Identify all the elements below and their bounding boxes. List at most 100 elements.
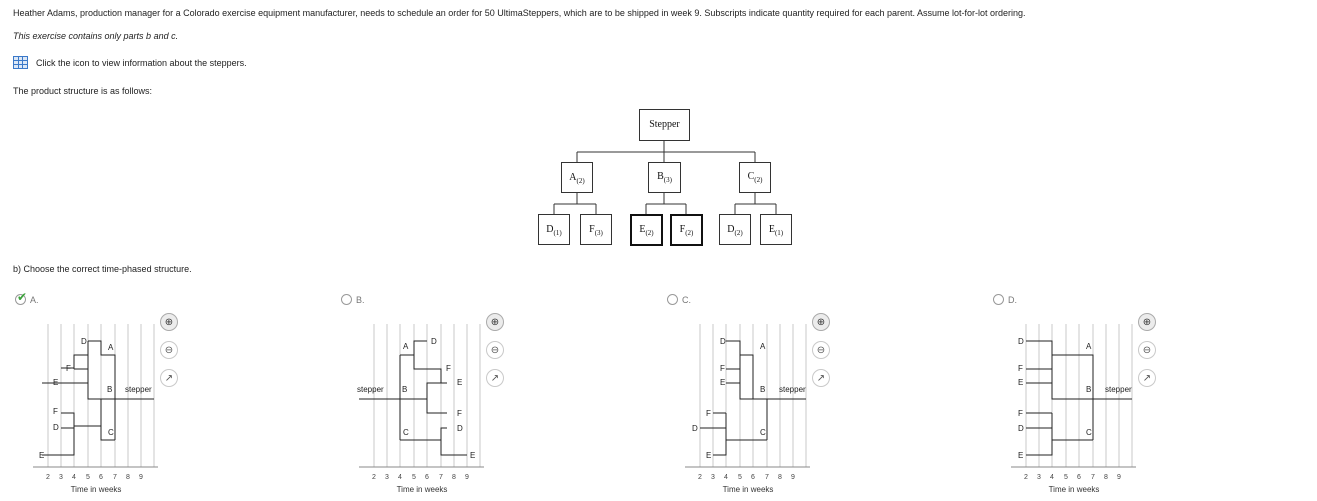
node-label: D xyxy=(546,224,554,235)
zoom-out-icon[interactable]: ⊖ xyxy=(1138,341,1156,359)
diagram-label-f: F xyxy=(720,364,725,373)
node-stepper-label: Stepper xyxy=(649,119,680,130)
diagram-stepper-label: stepper xyxy=(357,385,384,394)
node-label: E xyxy=(768,224,775,235)
diagram-label-b: B xyxy=(402,385,407,394)
axis-title: Time in weeks xyxy=(1049,485,1100,494)
node-f-under-b: F(2) xyxy=(670,214,703,246)
diagram-label-e: E xyxy=(53,378,58,387)
tick-label: 4 xyxy=(72,474,76,481)
option-a-radio[interactable] xyxy=(15,294,26,305)
tick-label: 4 xyxy=(1050,474,1054,481)
popout-icon[interactable]: ↗ xyxy=(1138,369,1156,387)
tick-label: 5 xyxy=(86,474,90,481)
tick-label: 6 xyxy=(1077,474,1081,481)
diagram-label-e: E xyxy=(1018,451,1023,460)
axis-title: Time in weeks xyxy=(71,485,122,494)
node-qty: (3) xyxy=(594,229,603,237)
tick-label: 8 xyxy=(126,474,130,481)
diagram-label-d: D xyxy=(457,424,463,433)
diagram-label-d: D xyxy=(53,423,59,432)
diagram-label-f: F xyxy=(446,364,451,373)
option-d[interactable]: D. D A F E B stepper F xyxy=(991,292,1317,497)
tick-label: 3 xyxy=(711,474,715,481)
node-e-under-b: E(2) xyxy=(630,214,663,246)
tick-label: 3 xyxy=(59,474,63,481)
tick-label: 4 xyxy=(724,474,728,481)
node-label: A xyxy=(569,172,577,183)
diagram-stepper-label: stepper xyxy=(1105,385,1132,394)
tick-label: 7 xyxy=(765,474,769,481)
node-c: C(2) xyxy=(739,162,771,193)
option-a[interactable]: ✔ A. D A F E B xyxy=(13,290,339,497)
tick-label: 8 xyxy=(778,474,782,481)
node-d-under-a: D(1) xyxy=(538,214,570,245)
zoom-out-icon[interactable]: ⊖ xyxy=(812,341,830,359)
option-b-tools: ⊕ ⊖ ↗ xyxy=(486,313,506,397)
tick-label: 5 xyxy=(1064,474,1068,481)
tick-label: 5 xyxy=(412,474,416,481)
diagram-label-a: A xyxy=(760,342,766,351)
diagram-label-d: D xyxy=(720,337,726,346)
exercise-note: This exercise contains only parts b and … xyxy=(13,31,179,41)
node-label: C xyxy=(747,171,755,182)
node-f-under-a: F(3) xyxy=(580,214,612,245)
tick-label: 4 xyxy=(398,474,402,481)
diagram-label-d: D xyxy=(692,424,698,433)
diagram-label-c: C xyxy=(760,428,766,437)
popout-icon[interactable]: ↗ xyxy=(160,369,178,387)
checkmark-icon: ✔ xyxy=(17,290,28,304)
tick-label: 2 xyxy=(1024,474,1028,481)
grid-icon[interactable] xyxy=(13,56,28,69)
option-a-label: A. xyxy=(30,295,39,305)
tick-label: 3 xyxy=(385,474,389,481)
node-label: B xyxy=(657,171,664,182)
option-b[interactable]: B. A D F E stepper B F D xyxy=(339,292,665,497)
diagram-label-c: C xyxy=(1086,428,1092,437)
tick-label: 7 xyxy=(113,474,117,481)
popout-icon[interactable]: ↗ xyxy=(486,369,504,387)
option-b-diagram: A D F E stepper B F D C E 2 3 4 5 6 7 8 … xyxy=(357,324,484,494)
diagram-label-d: D xyxy=(1018,424,1024,433)
option-a-diagram: D A F E B stepper F D C E 2 3 4 5 6 7 8 … xyxy=(33,324,158,494)
tick-label: 9 xyxy=(791,474,795,481)
problem-statement: Heather Adams, production manager for a … xyxy=(13,8,1026,18)
diagram-label-c: C xyxy=(108,428,114,437)
diagram-label-d: D xyxy=(431,337,437,346)
option-b-radio[interactable] xyxy=(341,294,352,305)
axis-title: Time in weeks xyxy=(397,485,448,494)
zoom-out-icon[interactable]: ⊖ xyxy=(486,341,504,359)
diagram-label-b: B xyxy=(760,385,765,394)
node-qty: (2) xyxy=(645,229,654,237)
diagram-label-f: F xyxy=(53,407,58,416)
diagram-label-f: F xyxy=(706,409,711,418)
tick-label: 5 xyxy=(738,474,742,481)
structure-intro: The product structure is as follows: xyxy=(13,86,153,96)
option-b-label: B. xyxy=(356,295,365,305)
axis-title: Time in weeks xyxy=(723,485,774,494)
diagram-label-e: E xyxy=(457,378,462,387)
diagram-label-a: A xyxy=(1086,342,1092,351)
option-d-diagram: D A F E B stepper F D C E 2 3 4 5 6 7 8 … xyxy=(1011,324,1136,494)
option-d-radio[interactable] xyxy=(993,294,1004,305)
node-label: D xyxy=(727,224,735,235)
option-c-radio[interactable] xyxy=(667,294,678,305)
diagram-label-e: E xyxy=(720,378,725,387)
node-stepper: Stepper xyxy=(639,109,690,141)
diagram-label-b: B xyxy=(107,385,112,394)
popout-icon[interactable]: ↗ xyxy=(812,369,830,387)
tick-label: 8 xyxy=(452,474,456,481)
zoom-in-icon[interactable]: ⊕ xyxy=(486,313,504,331)
zoom-in-icon[interactable]: ⊕ xyxy=(160,313,178,331)
node-e-under-c: E(1) xyxy=(760,214,792,245)
option-c[interactable]: C. D A F E B stepper F xyxy=(665,292,991,497)
option-c-diagram: D A F E B stepper F D C E 2 3 4 5 6 7 8 … xyxy=(685,324,810,494)
zoom-in-icon[interactable]: ⊕ xyxy=(1138,313,1156,331)
zoom-out-icon[interactable]: ⊖ xyxy=(160,341,178,359)
node-qty: (1) xyxy=(774,229,784,237)
tick-label: 3 xyxy=(1037,474,1041,481)
node-label: F xyxy=(679,224,686,235)
tick-label: 7 xyxy=(439,474,443,481)
option-d-tools: ⊕ ⊖ ↗ xyxy=(1138,313,1158,397)
zoom-in-icon[interactable]: ⊕ xyxy=(812,313,830,331)
